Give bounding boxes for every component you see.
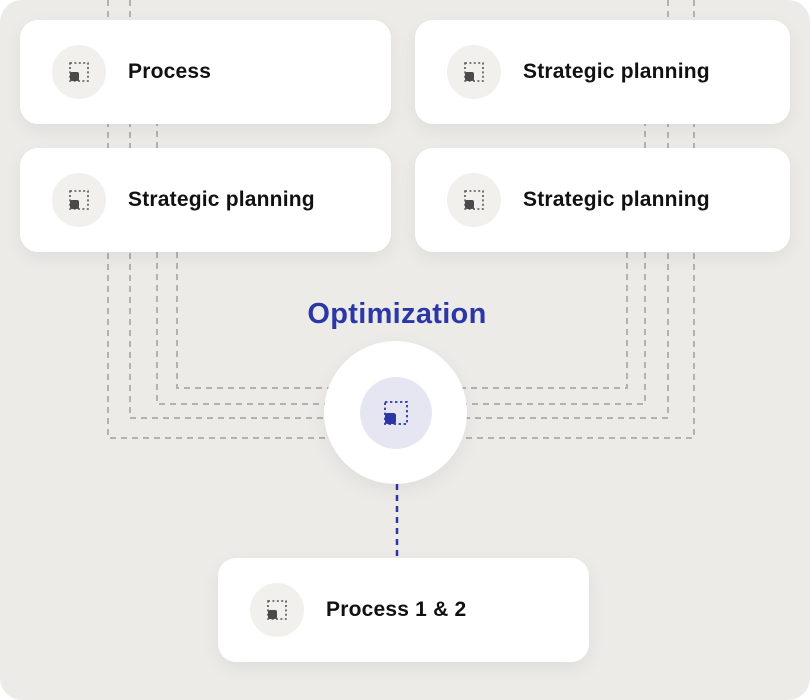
focus-square-icon xyxy=(383,400,408,425)
card-label: Process 1 & 2 xyxy=(326,598,467,621)
strategic-planning-card[interactable]: Strategic planning xyxy=(415,20,790,124)
optimization-hub[interactable] xyxy=(324,341,467,484)
card-icon-badge xyxy=(52,45,106,99)
card-label: Process xyxy=(128,60,212,83)
focus-square-icon xyxy=(464,190,484,210)
card-icon-badge xyxy=(447,173,501,227)
card-label: Strategic planning xyxy=(523,60,710,83)
card-label: Strategic planning xyxy=(523,188,710,211)
focus-square-icon xyxy=(69,190,89,210)
connector-line xyxy=(156,120,396,405)
focus-square-icon xyxy=(464,62,484,82)
hub-title: Optimization xyxy=(307,298,487,330)
process-card[interactable]: Process xyxy=(20,20,391,124)
connector-line xyxy=(396,252,628,389)
process-1-2-card[interactable]: Process 1 & 2 xyxy=(218,558,589,662)
hub-icon-badge xyxy=(359,376,432,449)
focus-square-icon xyxy=(267,600,287,620)
connector-line xyxy=(396,0,669,419)
connector-line xyxy=(129,0,396,419)
connector-line xyxy=(176,252,396,389)
connector-line xyxy=(396,0,695,439)
card-icon-badge xyxy=(447,45,501,99)
connector-line xyxy=(107,0,396,439)
card-icon-badge xyxy=(52,173,106,227)
strategic-planning-card[interactable]: Strategic planning xyxy=(415,148,790,252)
strategic-planning-card[interactable]: Strategic planning xyxy=(20,148,391,252)
card-icon-badge xyxy=(250,583,304,637)
card-label: Strategic planning xyxy=(128,188,315,211)
focus-square-icon xyxy=(69,62,89,82)
